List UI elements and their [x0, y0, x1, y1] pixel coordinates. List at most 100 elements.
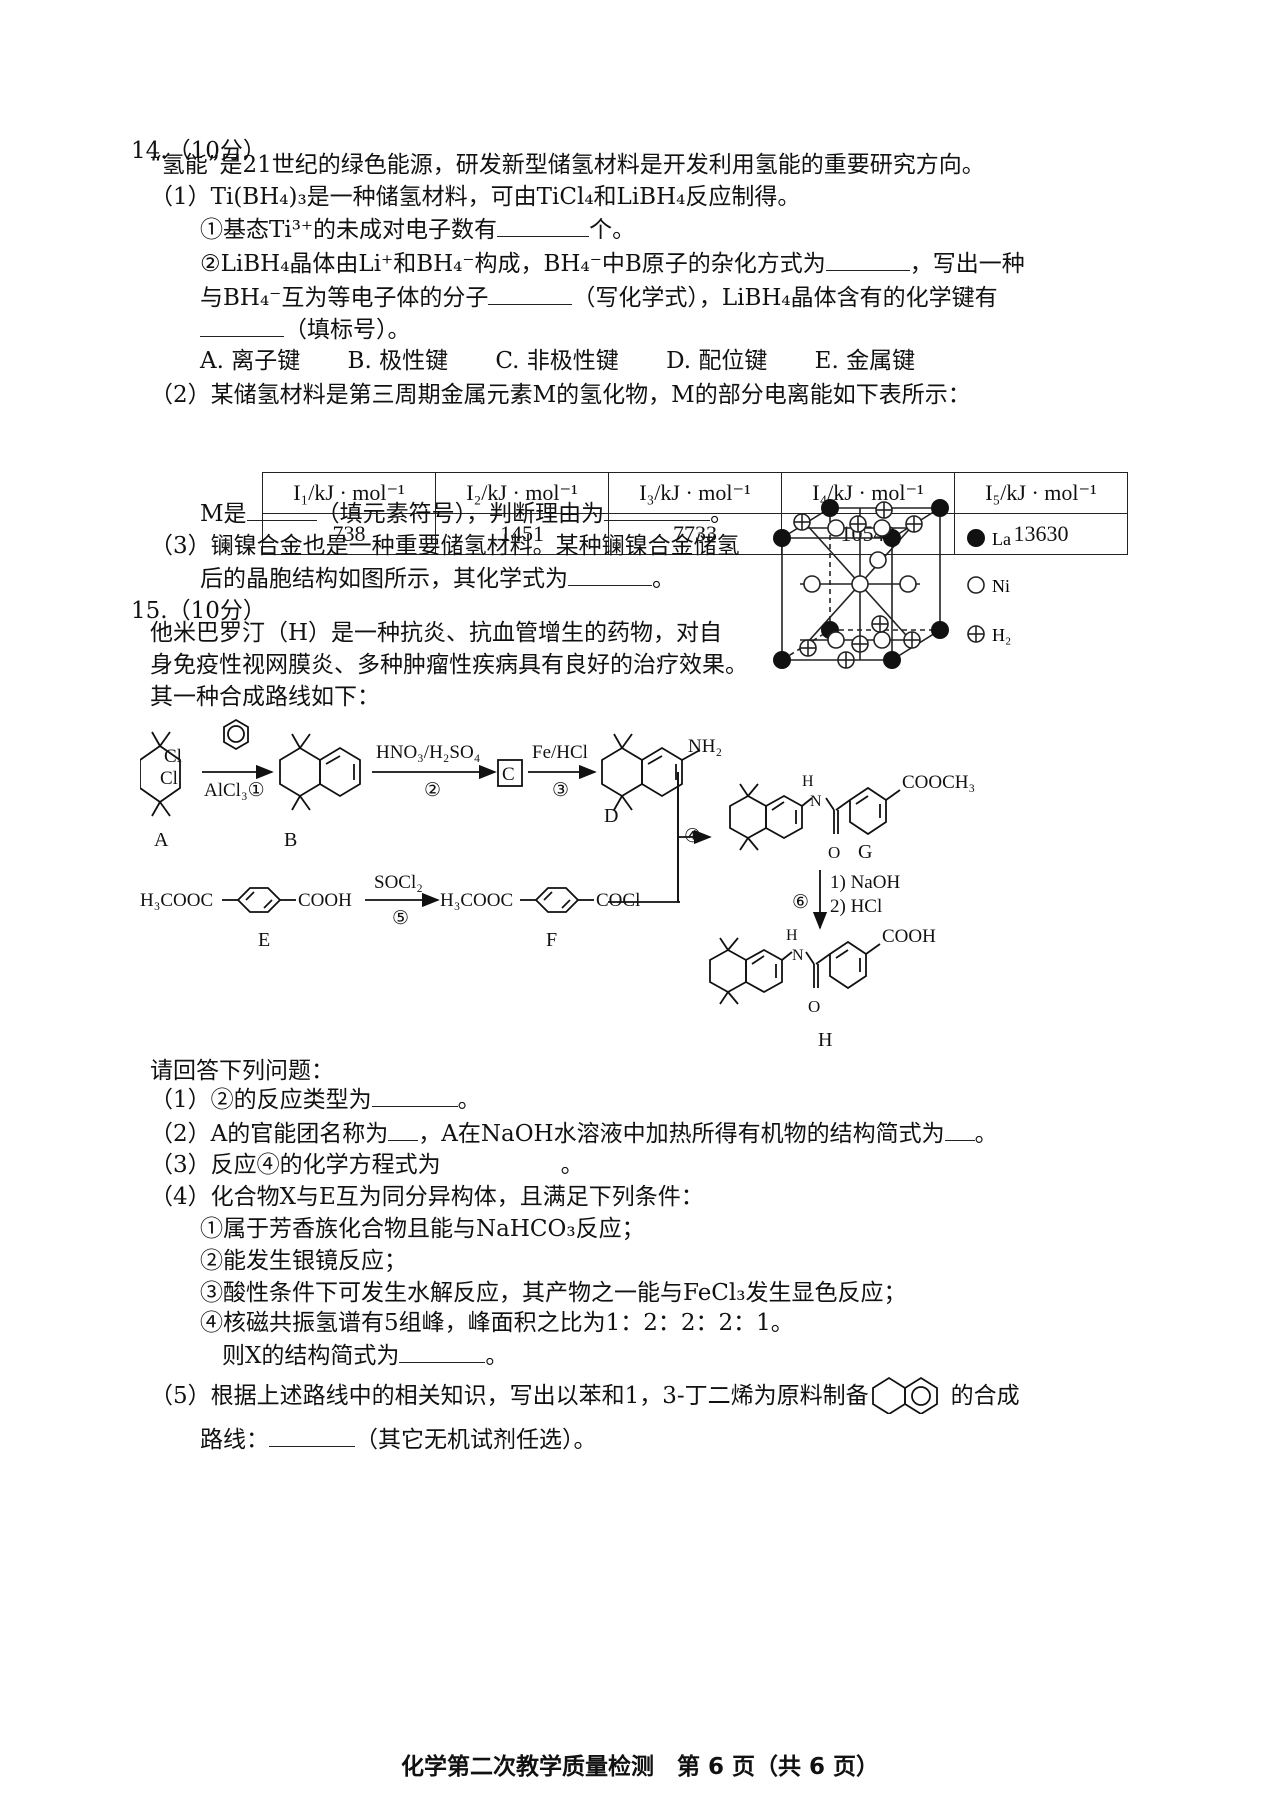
answer-blank[interactable]: [497, 214, 590, 237]
q15-answer-5b: 路线：（其它无机试剂任选）。: [200, 1424, 597, 1455]
q15-intro-1: 他米巴罗汀（H）是一种抗炎、抗血管增生的药物，对自: [150, 620, 723, 646]
option-c: C. 非极性键: [495, 348, 619, 374]
q14-part1d: （填标号）。: [200, 314, 411, 345]
answer-blank[interactable]: [269, 1424, 355, 1447]
answer-blank[interactable]: [246, 498, 317, 521]
ionization-energy-table: I₁/kJ · mol⁻¹ I₂/kJ · mol⁻¹ I₃/kJ · mol⁻…: [262, 472, 1128, 555]
q14-header: 14.（10分）: [131, 138, 266, 164]
table-header-cell: I₅/kJ · mol⁻¹: [954, 472, 1128, 514]
compound-a-structure: [140, 731, 181, 817]
q14-part1c-tail: （写化学式），LiBH₄晶体含有的化学键有: [572, 285, 998, 311]
q15-a2-tail: 。: [974, 1121, 998, 1147]
f-h3cooc: H₃COOC: [440, 890, 513, 911]
q14-part2b-tail: 。: [710, 501, 734, 527]
page-footer: 化学第二次教学质量检测 第 6 页（共 6 页）: [400, 1754, 880, 1780]
tetralin-structure-icon: [869, 1376, 951, 1416]
label-f: F: [546, 929, 557, 951]
label-e: E: [258, 929, 270, 951]
q14-part1a-tail: 个。: [589, 217, 636, 243]
q15-a1-tail: 。: [457, 1087, 481, 1113]
d-nh2: NH₂: [688, 736, 722, 757]
g-n: N: [810, 793, 822, 810]
table-header-row: I₁/kJ · mol⁻¹ I₂/kJ · mol⁻¹ I₃/kJ · mol⁻…: [262, 472, 1128, 514]
option-e: E. 金属键: [814, 348, 916, 374]
reagent-2: HNO₃/H₂SO₄: [376, 742, 480, 763]
label-c: C: [502, 764, 515, 785]
compound-f-structure: [520, 887, 594, 913]
label-h: H: [818, 1029, 832, 1051]
q14-part2b: M是（填元素符号），判断理由为。: [200, 498, 733, 529]
reagent-1: AlCl₃①: [204, 780, 265, 801]
q14-part3b-tail: 。: [652, 566, 675, 592]
step-4: ④: [684, 826, 701, 847]
step-6: ⑥: [792, 892, 809, 913]
h-o: O: [808, 997, 820, 1016]
q15-header: 15.（10分）: [131, 598, 266, 624]
table-header-cell: I₁/kJ · mol⁻¹: [262, 472, 436, 514]
h-cooh: COOH: [882, 926, 936, 947]
label-a: A: [154, 829, 169, 851]
q14-part1: （1）Ti(BH₄)₃是一种储氢材料，可由TiCl₄和LiBH₄反应制得。: [150, 184, 801, 210]
q14-intro: “氢能”是21世纪的绿色能源，研发新型储氢材料是开发利用氢能的重要研究方向。: [150, 152, 985, 178]
q14-part3b: 后的晶胞结构如图所示，其化学式为 。: [200, 563, 675, 594]
q15-answer-4: （4）化合物X与E互为同分异构体，且满足下列条件：: [150, 1184, 704, 1210]
compound-c-box: [497, 759, 523, 787]
q15-intro-2: 身免疫性视网膜炎、多种肿瘤性疾病具有良好的治疗效果。: [150, 652, 748, 678]
table-header-cell: I₃/kJ · mol⁻¹: [608, 472, 782, 514]
la-legend-icon: [967, 529, 985, 547]
q15-condition-5: 则X的结构简式为。: [222, 1340, 508, 1371]
f-cocl: COCl: [596, 890, 640, 911]
compound-e-structure: [222, 887, 296, 913]
q15-a2-text: （2）A的官能团名称为: [150, 1121, 389, 1147]
h2-legend-icon: [967, 625, 985, 643]
q14-part1a-text: ①基态Ti³⁺的未成对电子数有: [200, 217, 498, 243]
q14-part2: （2）某储氢材料是第三周期金属元素M的氢化物，M的部分电离能如下表所示：: [150, 382, 971, 408]
q14-part1b-tail: ，写出一种: [909, 251, 1025, 277]
q15-a3-text: （3）反应④的化学方程式为: [150, 1152, 441, 1178]
compound-b-structure: [279, 733, 361, 811]
q15-ask: 请回答下列问题：: [150, 1058, 334, 1084]
reagent-6b: 2) HCl: [830, 896, 882, 917]
option-a: A. 离子键: [200, 348, 301, 374]
answer-blank[interactable]: [399, 1340, 486, 1363]
table-cell: 13630: [954, 513, 1128, 555]
q15-answer-3: （3）反应④的化学方程式为 。: [150, 1150, 584, 1180]
e-h3cooc: H₃COOC: [140, 890, 213, 911]
answer-blank[interactable]: [388, 1118, 419, 1141]
q14-part1c-text: 与BH₄⁻互为等电子体的分子: [200, 285, 489, 311]
table-cell: 1451: [435, 513, 609, 555]
label-d: D: [604, 805, 618, 827]
q14-part3a: （3）镧镍合金也是一种重要储氢材料。某种镧镍合金储氢: [150, 533, 740, 559]
option-d: D. 配位键: [666, 348, 768, 374]
answer-blank[interactable]: [488, 282, 573, 305]
q15-c5-tail: 。: [485, 1343, 509, 1369]
q15-intro-3: 其一种合成路线如下：: [150, 684, 380, 710]
g-cooch3: COOCH₃: [902, 772, 975, 793]
q15-condition-4: ④核磁共振氢谱有5组峰，峰面积之比为1：2：2：2：1。: [200, 1310, 794, 1336]
answer-blank[interactable]: [944, 1118, 975, 1141]
q15-answer-1: （1）②的反应类型为。: [150, 1084, 481, 1115]
compound-d-structure: [601, 733, 701, 811]
g-o: O: [828, 843, 840, 862]
g-nh: H: [802, 773, 814, 790]
legend-h2: H₂: [992, 625, 1011, 645]
compound-g-structure: [729, 783, 901, 851]
e-cooh: COOH: [298, 890, 352, 911]
h-nh: H: [786, 927, 798, 944]
answer-blank[interactable]: [200, 314, 284, 337]
answer-blank[interactable]: [568, 563, 652, 586]
answer-blank[interactable]: [604, 498, 711, 521]
answer-blank[interactable]: [825, 248, 910, 271]
q15-a2-mid: ，A在NaOH水溶液中加热所得有机物的结构简式为: [418, 1121, 945, 1147]
legend-ni: Ni: [992, 576, 1010, 596]
answer-blank[interactable]: [371, 1084, 458, 1107]
q15-a3-tail: 。: [560, 1152, 584, 1178]
q14-part1b: ②LiBH₄晶体由Li⁺和BH₄⁻构成，BH₄⁻中B原子的杂化方式为，写出一种: [200, 248, 1025, 279]
q14-part3b-text: 后的晶胞结构如图所示，其化学式为: [200, 566, 568, 592]
crystal-cell-figure: La Ni H₂: [773, 499, 1011, 669]
q14-part2b-text: M是: [200, 501, 247, 527]
legend-la: La: [992, 529, 1011, 549]
q14-options: A. 离子键 B. 极性键 C. 非极性键 D. 配位键 E. 金属键: [200, 346, 915, 376]
synthesis-scheme: Cl Cl A AlCl₃① B HNO₃/H₂SO₄ ② C Fe/HCl ③…: [140, 718, 975, 1051]
q15-answer-5: （5）根据上述路线中的相关知识，写出以苯和1，3-丁二烯为原料制备的合成: [150, 1376, 1020, 1416]
